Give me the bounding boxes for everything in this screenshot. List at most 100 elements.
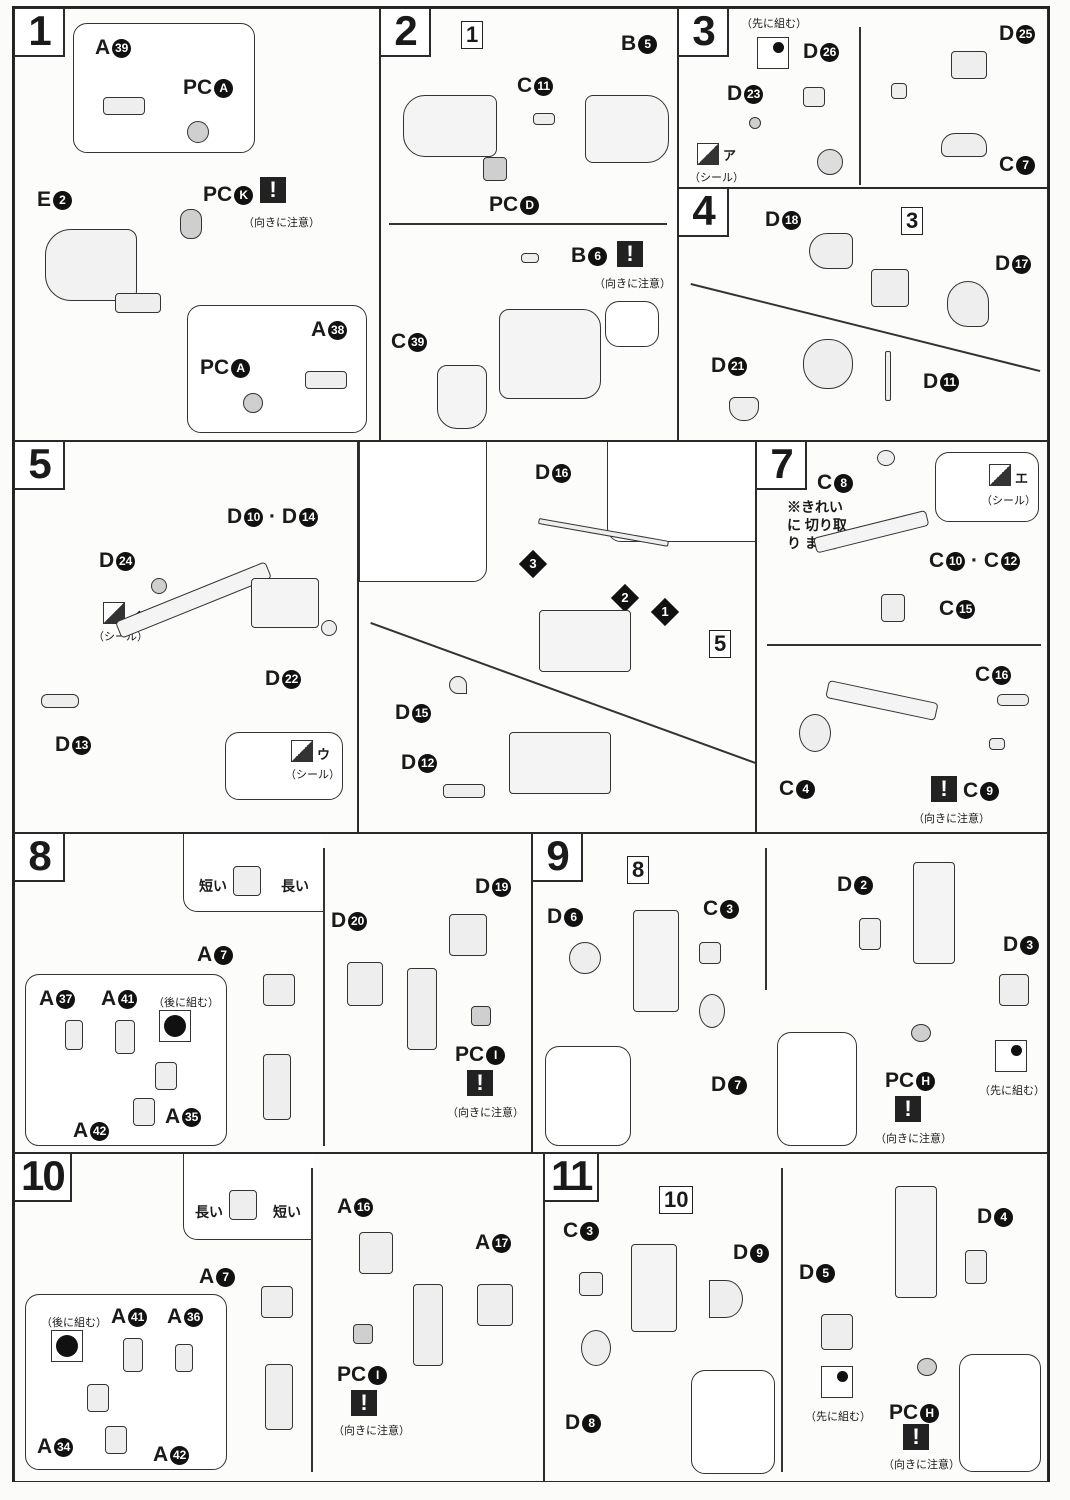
part-d4 (965, 1250, 987, 1284)
part-d7 (699, 994, 725, 1028)
callout-detail-left (545, 1046, 631, 1146)
rifle-barrel (115, 561, 272, 639)
callout-right-detail (607, 442, 755, 542)
rifle-assembly-2 (509, 732, 611, 794)
part-c9 (989, 738, 1005, 750)
assemble-first-note: （先に組む） (979, 1085, 1045, 1097)
ref-step-box: 8 (627, 856, 650, 884)
callout-detail-right (959, 1354, 1041, 1472)
sticker-note: （シール） (285, 769, 340, 781)
sticker-icon (291, 740, 313, 762)
leg-assembly-9 (913, 862, 955, 964)
part-joint (115, 293, 161, 313)
part-c7 (941, 133, 987, 157)
part-a7-detail (229, 1190, 257, 1220)
step-number: 3 (679, 9, 729, 57)
long-label: 長い (281, 878, 309, 894)
step-number: 2 (381, 9, 431, 57)
part-d9 (709, 1280, 743, 1318)
sticker-icon (103, 602, 125, 624)
part-a42 (133, 1098, 155, 1126)
caution-note: （向きに注意） (875, 1133, 952, 1145)
sticker-id: ア (723, 148, 737, 163)
step-number: 4 (679, 189, 729, 237)
assembly-3 (871, 269, 909, 307)
sticker-note: （シール） (689, 172, 744, 184)
part-c11 (533, 113, 555, 125)
sequence-3: 3 (518, 549, 548, 579)
sticker-note: （シール） (981, 495, 1036, 507)
part-a34 (87, 1384, 109, 1412)
divider (767, 644, 1041, 646)
part-a42 (105, 1426, 127, 1454)
part-d11 (885, 351, 891, 401)
part-d21 (729, 397, 759, 421)
assemble-later-icon (51, 1330, 83, 1362)
part-a7-detail (233, 866, 261, 896)
sequence-2: 2 (610, 583, 640, 613)
sticker-detail (817, 149, 843, 175)
step-number: 9 (533, 834, 583, 882)
step-number: 11 (545, 1154, 600, 1202)
leg-assembly-2 (413, 1284, 443, 1366)
part-b5 (585, 95, 669, 163)
step-number: 5 (15, 442, 65, 490)
part-d23 (749, 117, 761, 129)
leg-assembly-8 (633, 910, 679, 1012)
part-d3 (999, 974, 1029, 1006)
part-e2 (45, 229, 137, 301)
part-c8 (877, 450, 895, 466)
caution-icon: ! (617, 241, 643, 267)
assemble-later-note: （後に組む） (153, 997, 219, 1009)
part-c3 (579, 1272, 603, 1296)
short-label: 短い (199, 878, 227, 894)
caution-icon: ! (931, 776, 957, 802)
part-d25 (951, 51, 987, 79)
caution-icon: ! (260, 177, 286, 203)
caution-icon: ! (351, 1390, 377, 1416)
part-d13 (41, 694, 79, 708)
ref-step-box: 5 (709, 630, 732, 658)
callout-detail-right (777, 1032, 857, 1146)
part-a16 (359, 1232, 393, 1274)
part-d20 (347, 962, 383, 1006)
caution-icon: ! (467, 1070, 493, 1096)
part-a7 (263, 974, 295, 1006)
part-c15 (881, 594, 905, 622)
callout-left-detail (359, 442, 487, 582)
part-a38 (305, 371, 347, 389)
ref-step-box: 3 (901, 207, 924, 235)
step-number: 7 (757, 442, 807, 490)
part-a39 (103, 97, 145, 115)
leg-assembly-11 (895, 1186, 937, 1298)
assembly-1 (403, 95, 497, 157)
step-7-panel: 7 C8 ※きれいに 切り取り ます。 エ （シール） C10 · C12 C1… (756, 441, 1048, 833)
